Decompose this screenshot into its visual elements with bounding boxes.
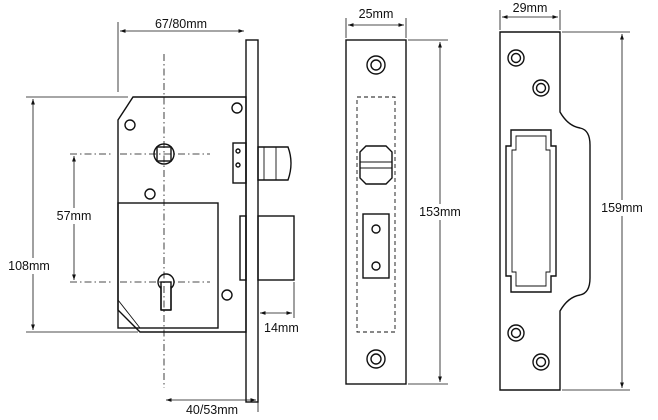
- strike-screw-icon: [532, 79, 550, 97]
- strike-screw-icon: [532, 353, 550, 371]
- dim-strike-width: 29mm: [499, 1, 561, 30]
- dim-strike-height: 159mm: [562, 31, 650, 391]
- dim-centres: 57mm: [48, 156, 100, 280]
- faceplate-outline: [345, 39, 407, 385]
- dim-lock-width: 67/80mm: [117, 17, 244, 92]
- faceplate-view: [345, 39, 407, 385]
- dead-bolt: [239, 215, 295, 281]
- strike-screw-icon: [507, 49, 525, 67]
- dim-lock-height: 108mm: [2, 96, 138, 333]
- case-hole-icon: [231, 102, 243, 114]
- strike-plate-outline: [499, 31, 591, 391]
- dim-bolt-throw: 14mm: [260, 282, 299, 335]
- faceplate-deadbolt: [362, 213, 390, 279]
- dim-lock-height-label: 108mm: [8, 259, 50, 273]
- lock-forend-plate: [245, 39, 259, 403]
- dim-lock-width-label: 67/80mm: [155, 17, 207, 31]
- faceplate-screw-top-icon: [366, 55, 386, 75]
- dim-faceplate-width-label: 25mm: [359, 7, 394, 21]
- dim-bolt-throw-label: 14mm: [264, 321, 299, 335]
- case-hole-icon: [124, 119, 136, 131]
- dim-faceplate-height-label: 153mm: [419, 205, 461, 219]
- case-hole-icon: [221, 289, 233, 301]
- lever-pack-housing: [117, 202, 219, 329]
- lock-case-outline: [117, 96, 247, 333]
- faceplate-latch: [359, 145, 393, 185]
- keyhole-icon: [157, 273, 175, 311]
- dim-strike-width-label: 29mm: [513, 1, 548, 15]
- strike-opening: [505, 129, 557, 293]
- dim-faceplate-height: 153mm: [408, 39, 468, 385]
- dim-strike-height-label: 159mm: [601, 201, 643, 215]
- strike-plate-view: [499, 31, 591, 391]
- case-hidden-outline: [356, 96, 396, 333]
- faceplate-screw-bottom-icon: [366, 349, 386, 369]
- strike-screw-icon: [507, 324, 525, 342]
- dim-faceplate-width: 25mm: [345, 7, 407, 38]
- latch-bolt: [232, 142, 292, 184]
- dim-backset: 40/53mm: [166, 384, 259, 417]
- lock-body-view: [70, 39, 295, 403]
- case-hole-icon: [144, 188, 156, 200]
- dim-backset-label: 40/53mm: [186, 403, 238, 417]
- dim-centres-label: 57mm: [57, 209, 92, 223]
